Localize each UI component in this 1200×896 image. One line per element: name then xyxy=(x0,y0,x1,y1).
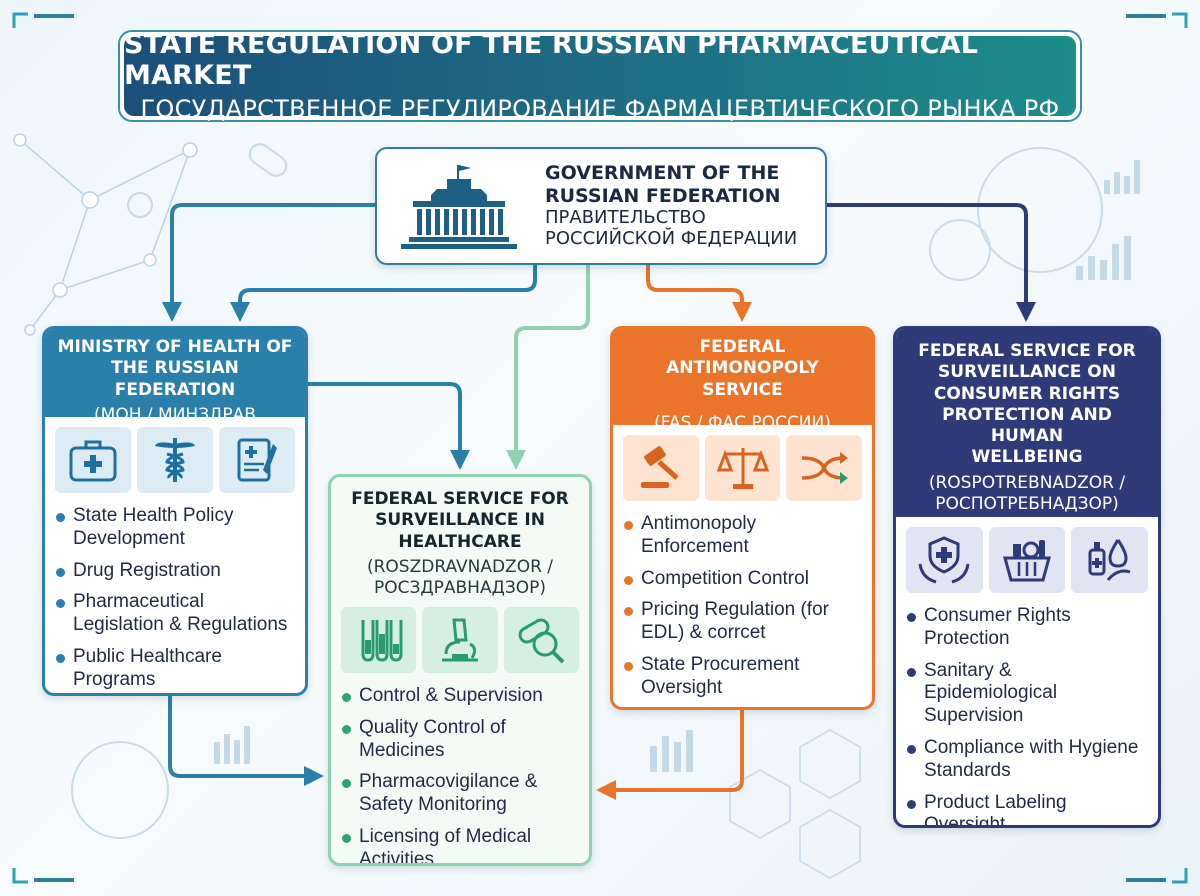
title-russian: ГОСУДАРСТВЕННОЕ РЕГУЛИРОВАНИЕ ФАРМАЦЕВТИ… xyxy=(140,95,1060,123)
list-item: Licensing of Medical Activities xyxy=(342,826,577,863)
test-tubes-icon xyxy=(341,607,417,673)
rospotrebnadzor-name-line4: PROTECTION AND HUMAN xyxy=(942,404,1112,446)
scales-icon xyxy=(704,435,781,501)
shuffle-arrows-icon xyxy=(786,435,863,501)
government-building-icon xyxy=(401,165,517,249)
list-item: Control & Supervision xyxy=(342,685,577,708)
circle-decoration xyxy=(71,147,1103,839)
list-item: Pharmacovigilance & Safety Monitoring xyxy=(342,771,577,817)
caduceus-icon xyxy=(137,427,213,493)
ministry-name-line2: THE RUSSIAN FEDERATION xyxy=(111,358,239,400)
rospotrebnadzor-name-line2: SURVEILLANCE ON xyxy=(938,362,1116,383)
rospotrebnadzor-icons xyxy=(896,517,1158,599)
government-text: GOVERNMENT OF THE RUSSIAN FEDERATION ПРА… xyxy=(545,162,797,249)
rospotrebnadzor-card: FEDERAL SERVICE FOR SURVEILLANCE ON CONS… xyxy=(893,326,1161,828)
rospotrebnadzor-header: FEDERAL SERVICE FOR SURVEILLANCE ON CONS… xyxy=(896,329,1158,517)
list-item: Competition Control xyxy=(624,568,860,591)
fas-abbreviation: (FAS / ФАС РОССИИ) xyxy=(654,412,831,433)
list-item: Pharmaceutical Legislation & Regulations xyxy=(56,591,293,637)
corner-brackets xyxy=(12,12,1188,884)
title-inner: STATE REGULATION OF THE RUSSIAN PHARMACE… xyxy=(124,29,1076,123)
list-item: State Procurement Oversight xyxy=(624,654,860,700)
network-decoration xyxy=(13,133,198,336)
fas-header: FEDERAL ANTIMONOPOLY SERVICE (FAS / ФАС … xyxy=(613,329,872,433)
list-item: Quality Control of Medicines xyxy=(342,717,577,763)
bar-chart-decoration xyxy=(214,160,1140,772)
list-item: Drug Registration xyxy=(56,560,293,583)
rospotrebnadzor-name-line5: WELLBEING xyxy=(971,447,1083,468)
connector-gov-ministry-outer xyxy=(162,203,378,322)
government-name-ru-line1: ПРАВИТЕЛЬСТВО xyxy=(545,207,706,229)
roszdravnadzor-abbreviation-line1: (ROSZDRAVNADZOR / xyxy=(366,556,554,577)
government-name-en-line1: GOVERNMENT OF THE xyxy=(545,162,780,185)
list-item: Compliance with Hygiene Standards xyxy=(907,737,1146,783)
roszdravnadzor-header: FEDERAL SERVICE FOR SURVEILLANCE IN HEAL… xyxy=(331,477,589,598)
roszdravnadzor-name-line2: SURVEILLANCE IN HEALTHCARE xyxy=(375,510,545,552)
connector-gov-ministry-inner xyxy=(230,265,537,322)
rospotrebnadzor-abbreviation-line1: (ROSPOTREBNADZOR / xyxy=(928,472,1126,493)
title-banner: STATE REGULATION OF THE RUSSIAN PHARMACE… xyxy=(118,29,1082,123)
corner-dashes xyxy=(34,14,1166,882)
ministry-icons xyxy=(45,417,305,499)
medical-kit-icon xyxy=(55,427,131,493)
fas-name-line1: FEDERAL ANTIMONOPOLY xyxy=(666,337,819,379)
roszdravnadzor-abbreviation-line2: РОСЗДРАВНАДЗОР) xyxy=(373,578,547,598)
connector-ministry-roszdravnadzor-bottom xyxy=(168,696,324,786)
grocery-basket-icon xyxy=(988,527,1066,593)
ministry-header: MINISTRY OF HEALTH OF THE RUSSIAN FEDERA… xyxy=(45,329,305,446)
title-english: STATE REGULATION OF THE RUSSIAN PHARMACE… xyxy=(124,29,979,91)
fas-name-line2: SERVICE xyxy=(702,379,783,400)
roszdravnadzor-name-line1: FEDERAL SERVICE FOR xyxy=(351,489,569,509)
rospotrebnadzor-functions: Consumer Rights Protection Sanitary & Ep… xyxy=(896,599,1158,825)
gavel-icon xyxy=(623,435,699,501)
connector-ministry-roszdravnadzor-top xyxy=(308,382,470,470)
ministry-functions: State Health Policy Development Drug Reg… xyxy=(45,499,305,693)
connector-gov-roszdravnadzor xyxy=(506,265,590,470)
government-box: GOVERNMENT OF THE RUSSIAN FEDERATION ПРА… xyxy=(375,147,827,265)
fas-card: FEDERAL ANTIMONOPOLY SERVICE (FAS / ФАС … xyxy=(610,326,875,710)
rospotrebnadzor-name-line3: CONSUMER RIGHTS xyxy=(933,383,1121,404)
ministry-card: MINISTRY OF HEALTH OF THE RUSSIAN FEDERA… xyxy=(42,326,308,696)
list-item: State Health Policy Development xyxy=(56,505,293,551)
roszdravnadzor-functions: Control & Supervision Quality Control of… xyxy=(331,679,589,863)
government-name-en-line2: RUSSIAN FEDERATION xyxy=(545,184,781,207)
rospotrebnadzor-abbreviation-line2: РОСПОТРЕБНАДЗОР) xyxy=(935,493,1119,514)
list-item: Sanitary & Epidemiological Supervision xyxy=(907,660,1146,728)
microscope-icon xyxy=(422,607,498,673)
roszdravnadzor-icons xyxy=(331,597,589,679)
government-name-ru-line2: РОССИЙСКОЙ ФЕДЕРАЦИИ xyxy=(545,228,798,250)
rospotrebnadzor-name-line1: FEDERAL SERVICE FOR xyxy=(918,341,1136,361)
ministry-name-line1: MINISTRY OF HEALTH OF xyxy=(57,337,293,357)
hygiene-icon xyxy=(1071,527,1149,593)
list-item: Public Healthcare Programs xyxy=(56,646,293,692)
roszdravnadzor-card: FEDERAL SERVICE FOR SURVEILLANCE IN HEAL… xyxy=(328,474,592,866)
pill-magnifier-icon xyxy=(503,607,579,673)
pill-decoration xyxy=(127,143,288,218)
list-item: Consumer Rights Protection xyxy=(907,605,1146,651)
list-item: Product Labeling Oversight xyxy=(907,792,1146,825)
fas-functions: Antimonopoly Enforcement Competition Con… xyxy=(613,507,872,707)
fas-icons xyxy=(613,425,872,507)
list-item: Pricing Regulation (for EDL) & corrcet xyxy=(624,599,860,645)
shield-hands-icon xyxy=(906,527,983,593)
list-item: Antimonopoly Enforcement xyxy=(624,513,860,559)
hexagon-decoration xyxy=(729,729,861,879)
connector-gov-rospotrebnadzor xyxy=(827,203,1036,322)
prescription-document-icon xyxy=(219,427,295,493)
connector-fas-roszdravnadzor xyxy=(596,710,744,800)
connector-gov-fas xyxy=(646,265,752,322)
